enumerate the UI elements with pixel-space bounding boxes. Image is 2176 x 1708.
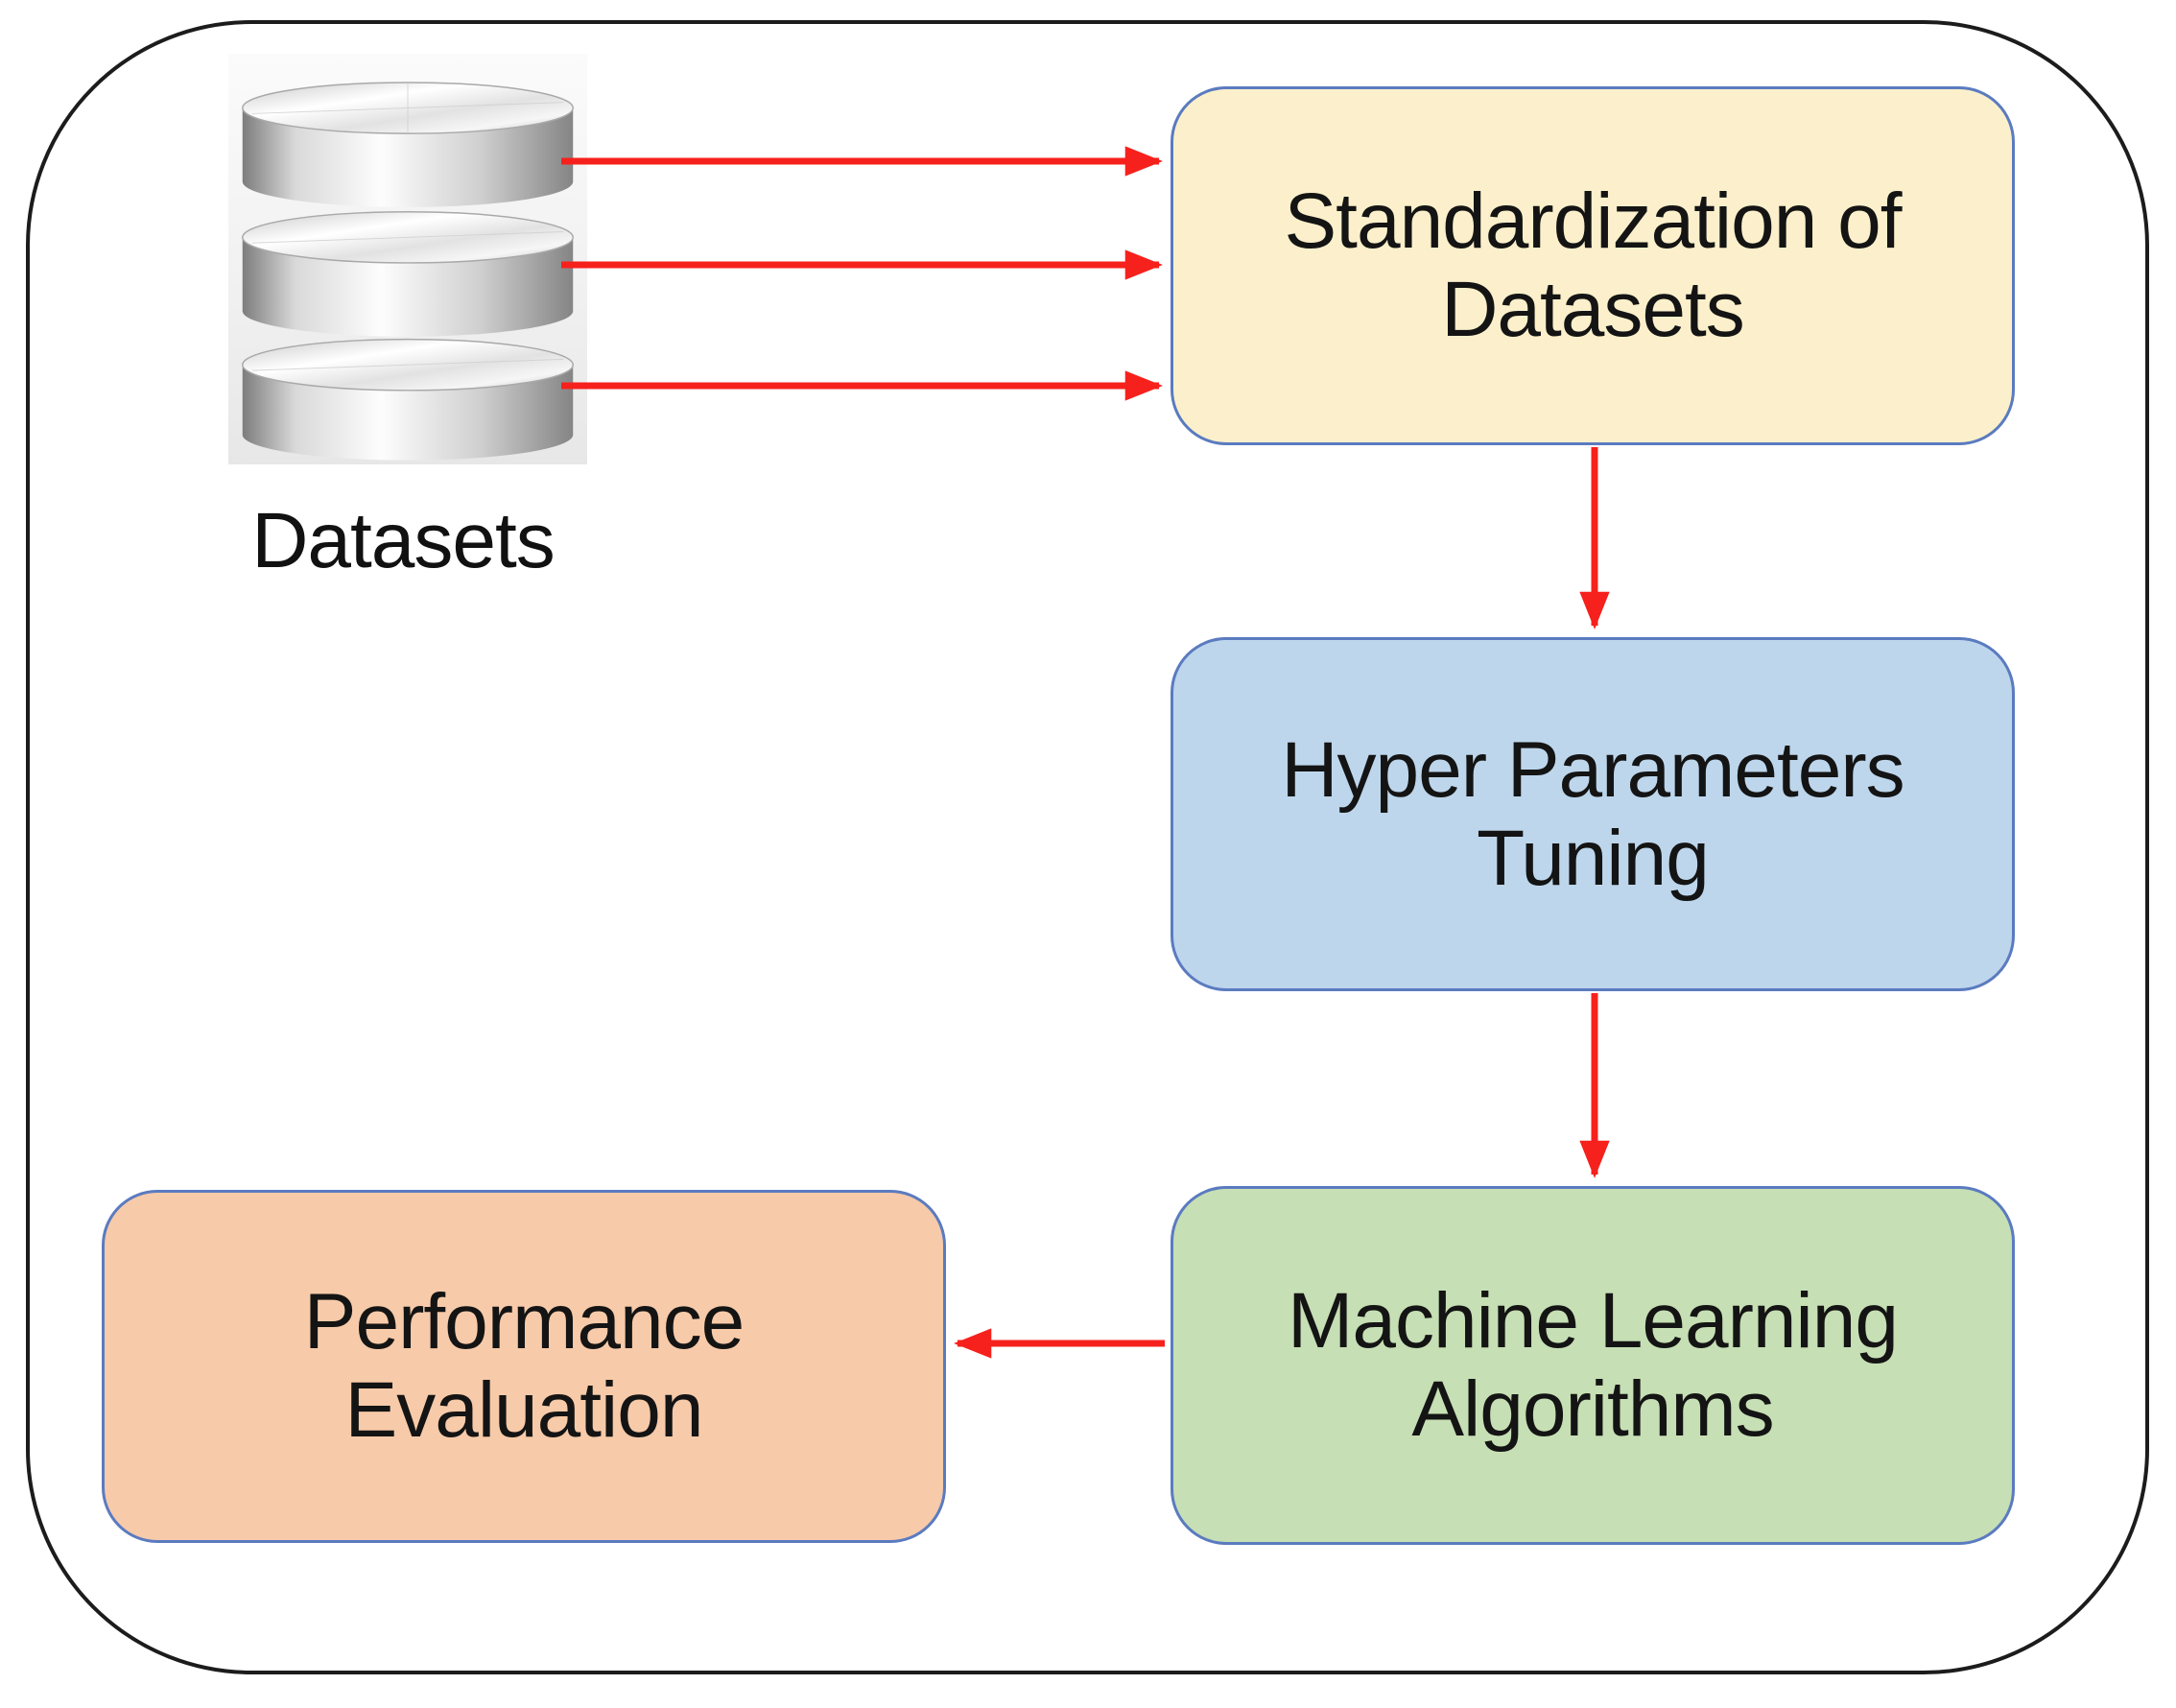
node-standardization-line1: Standardization of: [1284, 178, 1902, 266]
node-hyper-parameters-tuning: Hyper Parameters Tuning: [1171, 637, 2015, 991]
node-ml-line2: Algorithms: [1411, 1365, 1774, 1453]
node-standardization-of-datasets: Standardization of Datasets: [1171, 86, 2015, 445]
datasets-label: Datasets: [251, 497, 556, 584]
node-tuning-line2: Tuning: [1477, 814, 1710, 902]
node-performance-evaluation: Performance Evaluation: [102, 1190, 946, 1543]
database-icon: [228, 54, 587, 464]
node-ml-line1: Machine Learning: [1288, 1277, 1899, 1365]
database-cylinders-graphic: [242, 82, 574, 461]
node-machine-learning-algorithms: Machine Learning Algorithms: [1171, 1186, 2015, 1545]
node-performance-line1: Performance: [303, 1278, 745, 1366]
node-tuning-line1: Hyper Parameters: [1281, 725, 1904, 814]
node-standardization-line2: Datasets: [1441, 266, 1745, 353]
node-performance-line2: Evaluation: [344, 1366, 704, 1454]
outer-rounded-border: [26, 20, 2149, 1674]
